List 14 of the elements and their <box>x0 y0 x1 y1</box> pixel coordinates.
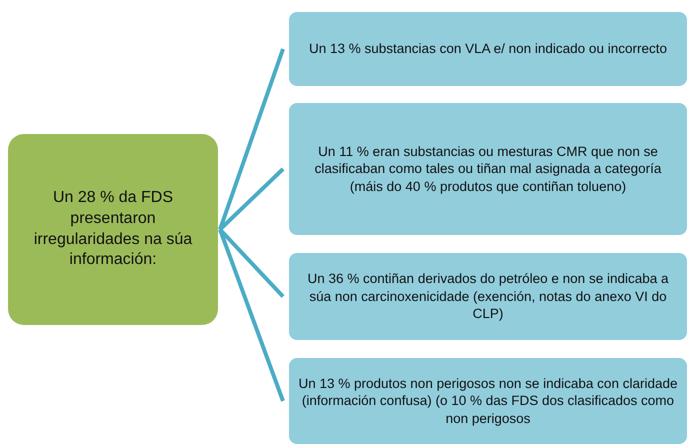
connector-line <box>218 228 284 298</box>
box-text: Un 28 % da FDS presentaron irregularidades na súa información: <box>32 188 194 270</box>
connector-line <box>218 48 285 230</box>
finding-box <box>289 358 687 444</box>
box-text: Un 13 % substancias con VLA e/ non indicado ou incorrecto <box>309 40 667 58</box>
box-text: Un 13 % produtos non perigosos non se indicaba con claridade (información confusa) (o 10 % das FDS dos clasificados como non perigosos <box>297 374 678 428</box>
connector-line <box>218 228 285 402</box>
connector-line <box>218 168 284 231</box>
finding-box <box>289 12 687 86</box>
summary-box <box>8 134 218 325</box>
finding-box <box>289 103 687 235</box>
box-text: Un 36 % contiñan derivados do petróleo e non se indicaba a súa non carcinoxenicidade (exención, notas do anexo VI do CLP) <box>306 270 670 323</box>
finding-box <box>289 253 687 340</box>
box-text: Un 11 % eran substancias ou mesturas CMR que non se clasificaban como tales ou tiñan mal asignada a categoría (máis do 40 % produtos que contiñan tolueno) <box>314 142 662 196</box>
